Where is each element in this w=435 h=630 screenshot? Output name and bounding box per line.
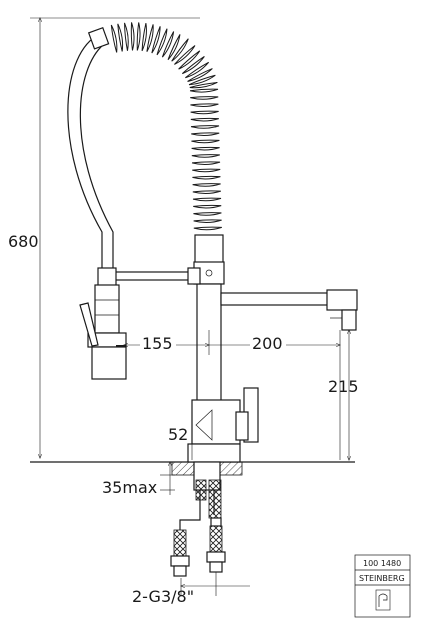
spring-coil-turn <box>167 34 181 61</box>
dimension-outlet-height: 215 <box>328 330 359 460</box>
spring-coil-turn <box>191 146 220 151</box>
spring-coil-turn <box>151 26 161 54</box>
spring-coil-turn <box>141 23 147 52</box>
spring-coil-turn <box>192 183 221 187</box>
connection-label: 2-G3/8" <box>132 587 194 606</box>
spring-coil-turn <box>130 22 135 51</box>
spring-coil-turn <box>189 81 218 89</box>
spring-coil-turn <box>110 24 118 53</box>
spring-coil-turn <box>189 88 219 93</box>
dimension-reach: 155 200 <box>124 330 340 460</box>
spring-coil-turn <box>136 22 141 51</box>
spout-offset-label: 155 <box>142 334 173 353</box>
height-total-label: 680 <box>8 232 39 251</box>
dimension-base: 52 <box>168 412 193 460</box>
spring-coil-turn <box>191 161 221 165</box>
spring-coil-turn <box>190 103 219 107</box>
spring-coil-turn <box>171 38 189 62</box>
dimension-height-total: 680 <box>8 18 200 458</box>
spring-coil-turn <box>190 96 219 100</box>
spring-coil-turn <box>190 117 219 122</box>
outlet-height-label: 215 <box>328 377 359 396</box>
spray-holder-arm <box>111 267 201 285</box>
swivel-spout <box>220 289 358 331</box>
title-block: 100 1480 STEINBERG <box>354 554 411 618</box>
spring-coil-turn <box>178 50 201 70</box>
spring-coil-turn <box>184 61 210 79</box>
spring-coil-turn <box>192 175 221 180</box>
spring-coil-turn <box>190 110 219 115</box>
spring-coil-turn <box>193 226 222 231</box>
spring-coil-turn <box>146 24 154 52</box>
brand-logo-icon <box>375 589 391 611</box>
spring-coil-turn <box>124 22 129 51</box>
supply-hoses <box>170 461 226 577</box>
spring-coil-turn <box>174 45 196 65</box>
spring-coil-turn <box>187 68 213 82</box>
spring-coil-turn <box>161 31 175 58</box>
deck-surface <box>30 461 355 476</box>
spring-coil-turn <box>193 219 222 223</box>
deck-thickness-label: 35max <box>102 478 157 497</box>
spring-coil-turn <box>192 168 221 173</box>
spring-coil-turn <box>192 190 221 194</box>
base-diameter-label: 52 <box>168 425 188 444</box>
spray-head <box>79 267 127 380</box>
spring-coil-turn <box>117 23 124 52</box>
coil-spring <box>110 22 222 231</box>
spring-coil-turn <box>193 212 222 216</box>
brand-name: STEINBERG <box>359 574 405 583</box>
pull-down-hose <box>67 26 114 270</box>
spring-coil-turn <box>192 197 222 202</box>
spring-coil-turn <box>156 28 168 56</box>
spring-coil-turn <box>193 204 222 209</box>
dimension-connection: 2-G3/8" <box>132 572 250 606</box>
spring-coil-turn <box>191 132 220 136</box>
dimension-deck-thickness: 35max <box>102 462 175 497</box>
spring-coil-turn <box>191 139 220 144</box>
spring-coil-turn <box>190 125 220 129</box>
spring-coil-turn <box>181 55 205 75</box>
faucet-body <box>187 234 259 463</box>
article-number: 100 1480 <box>363 559 401 568</box>
reach-label: 200 <box>252 334 283 353</box>
spring-coil-turn <box>188 74 216 86</box>
spring-coil-turn <box>191 154 220 158</box>
